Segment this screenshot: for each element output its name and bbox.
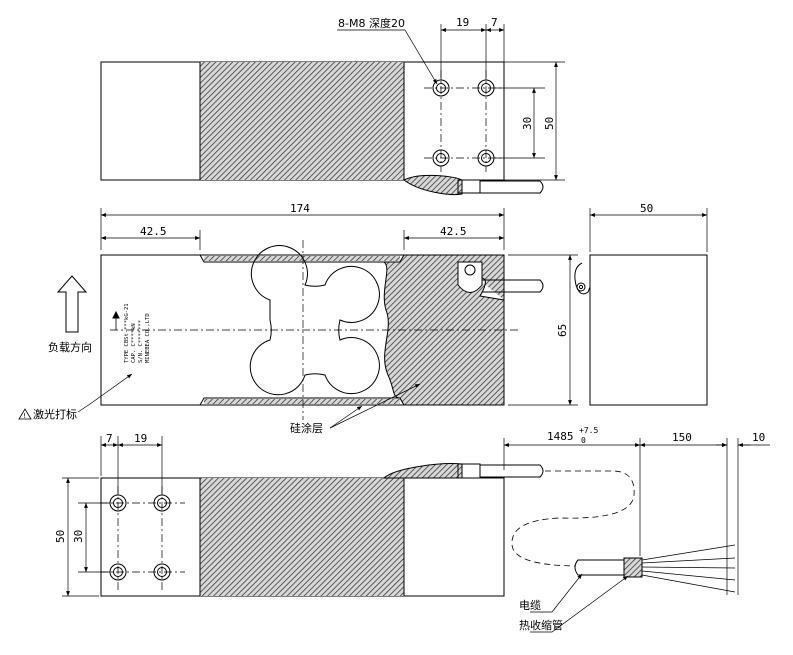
dim-cable-10: 10 <box>752 431 765 444</box>
cable-routing-loop <box>511 470 635 567</box>
top-view-cable <box>480 180 544 194</box>
dim-bottom-19: 19 <box>134 432 147 445</box>
front-view-section <box>382 254 505 406</box>
load-direction-arrow <box>56 275 88 333</box>
dim-cable-length: 1485 <box>547 430 574 443</box>
top-view-cable-clamp <box>457 179 481 194</box>
dim-top-50: 50 <box>543 117 556 130</box>
front-view-strain-cutout <box>249 245 380 396</box>
front-view-cable-tab <box>457 261 483 293</box>
bottom-view-cable-gland <box>382 463 463 479</box>
dim-height-65: 65 <box>556 324 569 337</box>
svg-text:!: ! <box>23 412 26 420</box>
top-view <box>100 24 565 195</box>
bottom-view <box>62 436 544 597</box>
side-view-body <box>589 254 708 406</box>
dim-bottom-7: 7 <box>106 432 113 445</box>
heat-shrink-leader <box>530 575 629 633</box>
laser-mark-warning-icon: ! <box>18 408 32 420</box>
dim-left-42-5: 42.5 <box>140 225 167 238</box>
top-view-cable-gland <box>403 174 463 195</box>
front-view-cable <box>482 279 544 293</box>
nameplate: TYPE CBSt-***kG-21 CAP. C****kN S/N. C**… <box>124 303 151 363</box>
dim-length-174: 174 <box>290 202 310 215</box>
top-view-hatched-area <box>200 62 404 180</box>
silicone-coat-label: 硅涂层 <box>290 421 323 435</box>
bottom-view-hatched-area <box>200 478 404 596</box>
dim-cable-tol-upper: +7.5 <box>579 426 598 435</box>
thread-spec-label: 8-M8 深度20 <box>338 16 405 30</box>
dim-bottom-30: 30 <box>72 530 85 543</box>
dim-top-7: 7 <box>491 16 498 29</box>
cable-leader <box>530 573 583 613</box>
heat-shrink-tube <box>623 557 643 578</box>
laser-mark-leader <box>77 373 133 413</box>
lead-wires <box>641 544 736 593</box>
nameplate-maker: MINEBEA CO.,LTD <box>145 313 151 363</box>
front-view <box>56 208 578 429</box>
nameplate-type: TYPE CBSt-***kG-21 <box>124 303 130 363</box>
cable-label: 电缆 <box>519 599 541 612</box>
dim-top-19: 19 <box>456 16 469 29</box>
cable-detail <box>503 438 770 633</box>
dim-side-50: 50 <box>640 202 653 215</box>
bottom-view-cable-clamp <box>457 463 481 479</box>
thread-spec-leader <box>337 29 438 85</box>
dim-top-30: 30 <box>521 117 534 130</box>
cable-segment <box>574 559 625 576</box>
nameplate-cap: CAP. C****kN <box>131 323 137 363</box>
dim-right-42-5: 42.5 <box>440 225 467 238</box>
top-view-holes <box>432 79 495 167</box>
dim-cable-tol-lower: 0 <box>581 436 586 445</box>
side-view <box>574 208 708 406</box>
bottom-view-cable <box>480 464 544 478</box>
side-view-cable-tab <box>574 262 591 295</box>
nameplate-serial: S/N. C******* <box>138 320 144 363</box>
load-direction-label: 负载方向 <box>48 340 92 354</box>
bottom-view-holes <box>109 494 171 581</box>
heat-shrink-label: 热收缩管 <box>519 618 563 632</box>
dim-cable-150: 150 <box>672 431 692 444</box>
laser-mark-label: 激光打标 <box>33 407 77 421</box>
dim-bottom-50: 50 <box>54 530 67 543</box>
